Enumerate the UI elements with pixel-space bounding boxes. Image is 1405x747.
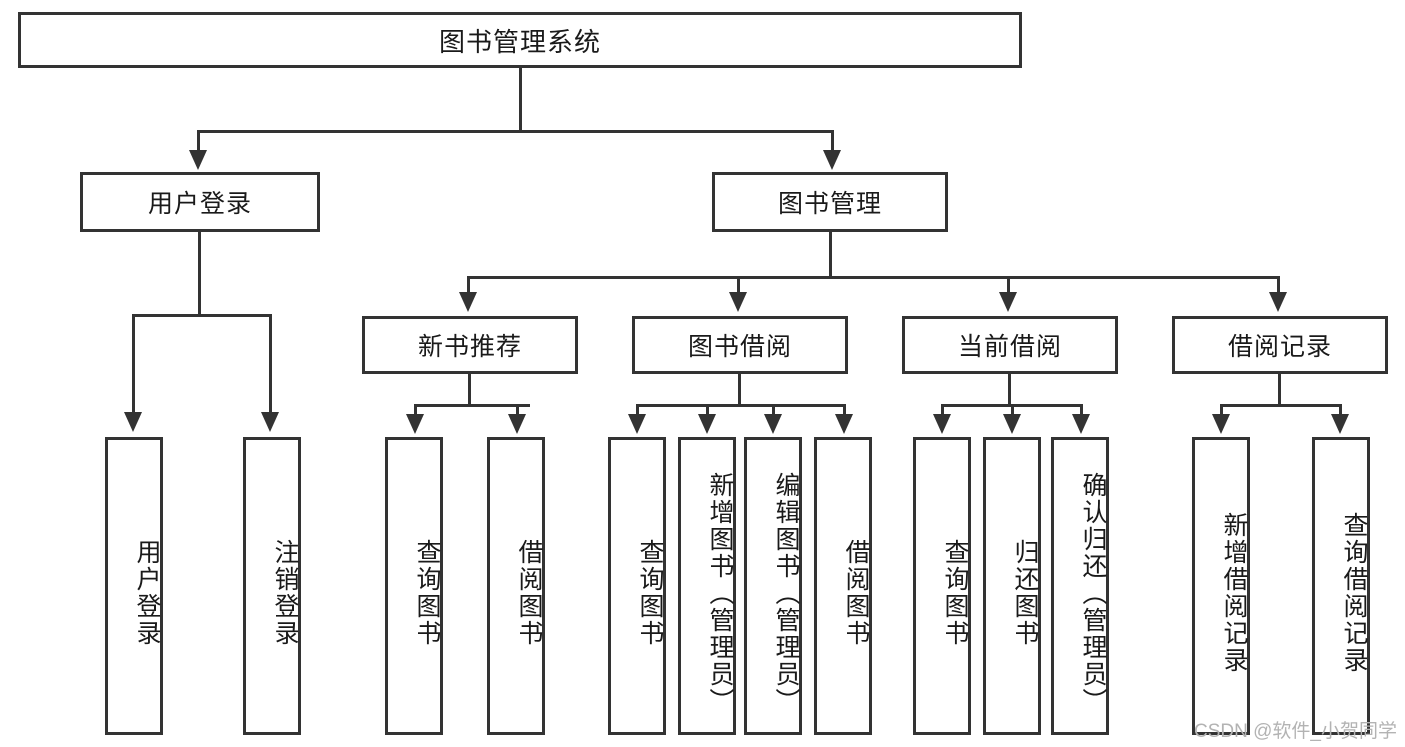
- arrowhead-new-book-rec: [459, 292, 477, 312]
- node-borrow-record[interactable]: 借阅记录: [1172, 316, 1388, 374]
- leaf-bb-query-book[interactable]: 查询图书: [608, 437, 666, 735]
- edge-root-drop-left: [197, 130, 200, 152]
- edge-br-stem: [1278, 374, 1281, 404]
- leaf-logout[interactable]: 注销登录: [243, 437, 301, 735]
- arrowhead-bb-borrow-book: [835, 414, 853, 434]
- arrowhead-bb-add-book: [698, 414, 716, 434]
- edge-root-stem: [519, 68, 522, 130]
- edge-bb-drop-2: [706, 404, 709, 416]
- edge-cb-stem: [1008, 374, 1011, 404]
- edge-cb-drop-2: [1011, 404, 1014, 416]
- edge-user-login-drop-1: [132, 314, 135, 414]
- leaf-bb-add-book-admin[interactable]: 新增图书（管理员）: [678, 437, 736, 735]
- edge-bb-stem: [738, 374, 741, 404]
- edge-cb-drop-3: [1080, 404, 1083, 416]
- edge-bb-bus: [636, 404, 846, 407]
- arrowhead-nbr-borrow-book: [508, 414, 526, 434]
- edge-bb-drop-1: [636, 404, 639, 416]
- node-user-login[interactable]: 用户登录: [80, 172, 320, 232]
- leaf-nbr-borrow-book[interactable]: 借阅图书: [487, 437, 545, 735]
- edge-nbr-stem: [468, 374, 471, 404]
- edge-user-login-bus: [132, 314, 271, 317]
- edge-bm-drop-2: [737, 276, 740, 294]
- edge-root-bus: [197, 130, 834, 133]
- arrowhead-current-borrow: [999, 292, 1017, 312]
- arrowhead-leaf-logout: [261, 412, 279, 432]
- edge-user-login-stem: [198, 232, 201, 314]
- arrowhead-cb-return-book: [1003, 414, 1021, 434]
- node-new-book-recommend[interactable]: 新书推荐: [362, 316, 578, 374]
- arrowhead-cb-query-book: [933, 414, 951, 434]
- arrowhead-borrow-record: [1269, 292, 1287, 312]
- node-root-system[interactable]: 图书管理系统: [18, 12, 1022, 68]
- leaf-bb-edit-book-admin[interactable]: 编辑图书（管理员）: [744, 437, 802, 735]
- arrowhead-bb-edit-book: [764, 414, 782, 434]
- arrowhead-book-borrow: [729, 292, 747, 312]
- edge-br-drop-2: [1339, 404, 1342, 416]
- edge-nbr-drop-2: [516, 404, 519, 416]
- edge-cb-drop-1: [941, 404, 944, 416]
- edge-book-manage-stem: [829, 232, 832, 276]
- arrowhead-leaf-user-login: [124, 412, 142, 432]
- arrowhead-br-query-record: [1331, 414, 1349, 434]
- edge-bb-drop-3: [772, 404, 775, 416]
- leaf-cb-confirm-return-admin[interactable]: 确认归还（管理员）: [1051, 437, 1109, 735]
- csdn-watermark: CSDN @软件_小贺同学: [1194, 721, 1397, 742]
- edge-br-bus: [1220, 404, 1342, 407]
- arrowhead-nbr-query-book: [406, 414, 424, 434]
- arrowhead-br-add-record: [1212, 414, 1230, 434]
- edge-nbr-drop-1: [414, 404, 417, 416]
- arrowhead-bb-query-book: [628, 414, 646, 434]
- edge-bm-drop-1: [467, 276, 470, 294]
- edge-bm-drop-3: [1007, 276, 1010, 294]
- leaf-bb-borrow-book[interactable]: 借阅图书: [814, 437, 872, 735]
- leaf-cb-return-book[interactable]: 归还图书: [983, 437, 1041, 735]
- edge-root-drop-right: [831, 130, 834, 152]
- arrowhead-cb-confirm-return: [1072, 414, 1090, 434]
- edge-br-drop-1: [1220, 404, 1223, 416]
- node-book-borrow[interactable]: 图书借阅: [632, 316, 848, 374]
- edge-bb-drop-4: [843, 404, 846, 416]
- edge-bm-drop-4: [1277, 276, 1280, 294]
- arrowhead-user-login: [189, 150, 207, 170]
- leaf-user-login[interactable]: 用户登录: [105, 437, 163, 735]
- edge-nbr-bus: [414, 404, 530, 407]
- leaf-br-query-record[interactable]: 查询借阅记录: [1312, 437, 1370, 735]
- node-current-borrow[interactable]: 当前借阅: [902, 316, 1118, 374]
- node-book-management[interactable]: 图书管理: [712, 172, 948, 232]
- edge-user-login-drop-2: [269, 314, 272, 414]
- leaf-cb-query-book[interactable]: 查询图书: [913, 437, 971, 735]
- leaf-nbr-query-book[interactable]: 查询图书: [385, 437, 443, 735]
- leaf-br-add-record[interactable]: 新增借阅记录: [1192, 437, 1250, 735]
- edge-book-manage-bus: [467, 276, 1279, 279]
- arrowhead-book-manage: [823, 150, 841, 170]
